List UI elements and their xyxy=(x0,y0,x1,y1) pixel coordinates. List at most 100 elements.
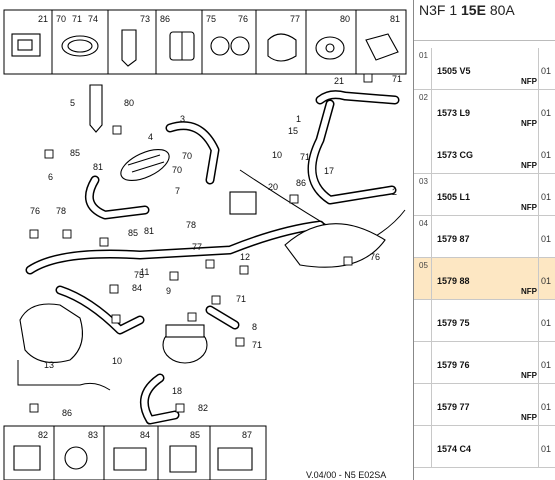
callout-11[interactable]: 11 xyxy=(140,267,149,277)
callout-3[interactable]: 3 xyxy=(180,114,185,124)
callout-77[interactable]: 77 xyxy=(192,242,202,252)
icon-cell-77[interactable]: 77 xyxy=(267,10,307,74)
callout-71[interactable]: 71 xyxy=(392,74,402,84)
callout-square[interactable] xyxy=(99,237,109,247)
pump-assembly[interactable] xyxy=(162,324,208,364)
callout-7[interactable]: 7 xyxy=(175,186,180,196)
icon-cell-81[interactable]: 81 xyxy=(365,14,400,61)
hose-upper-right[interactable] xyxy=(307,90,400,205)
part-reference[interactable]: 1574 C4 xyxy=(437,444,472,454)
part-reference[interactable]: 1579 76 xyxy=(437,360,470,370)
callout-8[interactable]: 8 xyxy=(252,322,257,332)
callout-5[interactable]: 5 xyxy=(70,98,75,108)
part-reference[interactable]: 1579 88 xyxy=(437,276,470,286)
bracket-20[interactable] xyxy=(229,191,257,215)
callout-86[interactable]: 86 xyxy=(296,178,306,188)
callout-square[interactable] xyxy=(169,271,179,281)
callout-square[interactable] xyxy=(62,229,72,239)
callout-square[interactable] xyxy=(289,194,299,204)
callout-square[interactable] xyxy=(239,265,249,275)
part-reference[interactable]: 1505 L1 xyxy=(437,192,471,202)
callout-6[interactable]: 6 xyxy=(48,172,53,182)
callout-square[interactable] xyxy=(111,314,121,324)
callout-86b[interactable]: 86 xyxy=(62,408,72,418)
part-reference[interactable]: 1579 75 xyxy=(437,318,470,328)
callout-71b[interactable]: 71 xyxy=(300,152,310,162)
callout-78[interactable]: 78 xyxy=(56,206,66,216)
callout-21[interactable]: 21 xyxy=(334,76,344,86)
callout-82[interactable]: 82 xyxy=(198,403,208,413)
bracket-5[interactable] xyxy=(89,84,103,133)
part-reference[interactable]: 1573 CG xyxy=(437,150,474,160)
icon-cell-84[interactable]: 84 xyxy=(113,426,159,480)
hose-network[interactable] xyxy=(17,90,406,425)
icon-cell-83[interactable]: 83 xyxy=(64,426,105,480)
callout-10[interactable]: 10 xyxy=(272,150,282,160)
part-reference[interactable]: 1573 L9 xyxy=(437,108,471,118)
callout-70b[interactable]: 70 xyxy=(172,165,182,175)
callout-square[interactable] xyxy=(235,337,245,347)
tank-sender[interactable] xyxy=(284,223,386,268)
callout-81[interactable]: 81 xyxy=(93,162,103,172)
callout-12[interactable]: 12 xyxy=(240,252,250,262)
callout-76b[interactable]: 76 xyxy=(370,252,380,262)
callout-76[interactable]: 76 xyxy=(30,206,40,216)
callout-1[interactable]: 1 xyxy=(296,114,301,124)
callout-75[interactable]: 75 xyxy=(134,270,144,280)
callout-square[interactable] xyxy=(205,259,215,269)
callout-2[interactable]: 2 xyxy=(392,187,397,197)
callout-78b[interactable]: 78 xyxy=(186,220,196,230)
fuel-filter[interactable] xyxy=(116,143,173,187)
icon-cell-75-76[interactable]: 75 76 xyxy=(206,10,257,74)
callout-square[interactable] xyxy=(29,229,39,239)
callout-square[interactable] xyxy=(109,284,119,294)
callout-square[interactable] xyxy=(211,295,221,305)
icon-cell-85[interactable]: 85 xyxy=(169,426,211,480)
callout-square[interactable] xyxy=(112,125,122,135)
callout-square[interactable] xyxy=(363,73,373,83)
injection-pump[interactable] xyxy=(19,303,83,363)
callout-71c[interactable]: 71 xyxy=(236,294,246,304)
callout-81b[interactable]: 81 xyxy=(144,226,154,236)
callout-15[interactable]: 15 xyxy=(288,126,298,136)
callout-18[interactable]: 18 xyxy=(172,386,182,396)
callout-square[interactable] xyxy=(187,312,197,322)
pipe-13[interactable] xyxy=(17,360,111,391)
part-reference[interactable]: 1579 77 xyxy=(437,402,470,412)
callout-4[interactable]: 4 xyxy=(148,132,153,142)
callout-square[interactable] xyxy=(44,149,54,159)
part-reference[interactable]: 1579 87 xyxy=(437,234,470,244)
callout-13[interactable]: 13 xyxy=(44,360,54,370)
icon-cell-82[interactable]: 82 xyxy=(13,426,55,480)
callout-70[interactable]: 70 xyxy=(182,151,192,161)
callout-square[interactable] xyxy=(29,403,39,413)
icon-cell-73[interactable]: 73 xyxy=(121,10,157,74)
callout-85b[interactable]: 85 xyxy=(128,228,138,238)
callout-85[interactable]: 85 xyxy=(70,148,80,158)
callout-80[interactable]: 80 xyxy=(124,98,134,108)
callout-71d[interactable]: 71 xyxy=(252,340,262,350)
icon-cell-80[interactable]: 80 xyxy=(315,10,357,74)
callout-9[interactable]: 9 xyxy=(166,286,171,296)
part-reference[interactable]: 1505 V5 xyxy=(437,66,471,76)
callout-square[interactable] xyxy=(175,403,185,413)
diagram-canvas[interactable]: 21 70 71 74 73 xyxy=(0,0,413,480)
callout-10b[interactable]: 10 xyxy=(112,356,122,366)
callout-20[interactable]: 20 xyxy=(268,182,278,192)
icon-cell-86[interactable]: 86 xyxy=(160,10,203,74)
icon-cell-87[interactable]: 87 xyxy=(217,430,253,471)
exploded-parts-diagram[interactable]: 21 70 71 74 73 xyxy=(0,0,414,480)
callout-square[interactable] xyxy=(343,256,353,266)
icon-cell-21[interactable]: 21 xyxy=(11,10,53,74)
icon-cell-70-71-74[interactable]: 70 71 74 xyxy=(56,10,109,74)
callout-17[interactable]: 17 xyxy=(324,166,334,176)
